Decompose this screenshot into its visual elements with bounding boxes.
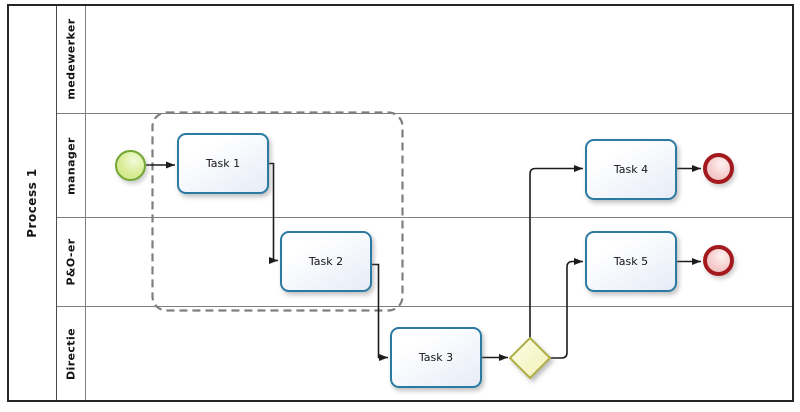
task-2[interactable]: Task 2 bbox=[280, 231, 372, 292]
lane-label-cell[interactable]: P&O-er bbox=[57, 218, 86, 306]
task-4[interactable]: Task 4 bbox=[585, 139, 677, 200]
flow-gateway-to-task4[interactable] bbox=[529, 165, 583, 339]
start-event-icon[interactable] bbox=[115, 150, 146, 181]
lane-label-cell[interactable]: medewerker bbox=[57, 4, 86, 113]
flow-gateway-to-task5[interactable] bbox=[550, 258, 583, 359]
task-3-label: Task 3 bbox=[418, 351, 454, 364]
group-box[interactable] bbox=[151, 111, 404, 312]
lane-p-o-er[interactable]: P&O-er bbox=[57, 218, 794, 307]
task-3[interactable]: Task 3 bbox=[390, 327, 482, 388]
pool-label-column[interactable]: Process 1 bbox=[7, 4, 57, 402]
end-event-2-icon[interactable] bbox=[703, 245, 734, 276]
end-event-1-icon[interactable] bbox=[703, 153, 734, 184]
task-4-label: Task 4 bbox=[613, 163, 649, 176]
lane-label-cell[interactable]: manager bbox=[57, 114, 86, 217]
exclusive-gateway-diamond-icon[interactable] bbox=[509, 337, 551, 379]
task-5[interactable]: Task 5 bbox=[585, 231, 677, 292]
task-1-label: Task 1 bbox=[205, 157, 241, 170]
lane-manager[interactable]: manager bbox=[57, 114, 794, 218]
task-5-label: Task 5 bbox=[613, 255, 649, 268]
lane-label-cell[interactable]: Directie bbox=[57, 307, 86, 401]
task-2-label: Task 2 bbox=[308, 255, 344, 268]
task-1[interactable]: Task 1 bbox=[177, 133, 269, 194]
lane-medewerker[interactable]: medewerker bbox=[57, 4, 794, 114]
flow-task2-to-task3[interactable] bbox=[372, 263, 388, 361]
flow-task1-to-task2[interactable] bbox=[269, 162, 278, 264]
